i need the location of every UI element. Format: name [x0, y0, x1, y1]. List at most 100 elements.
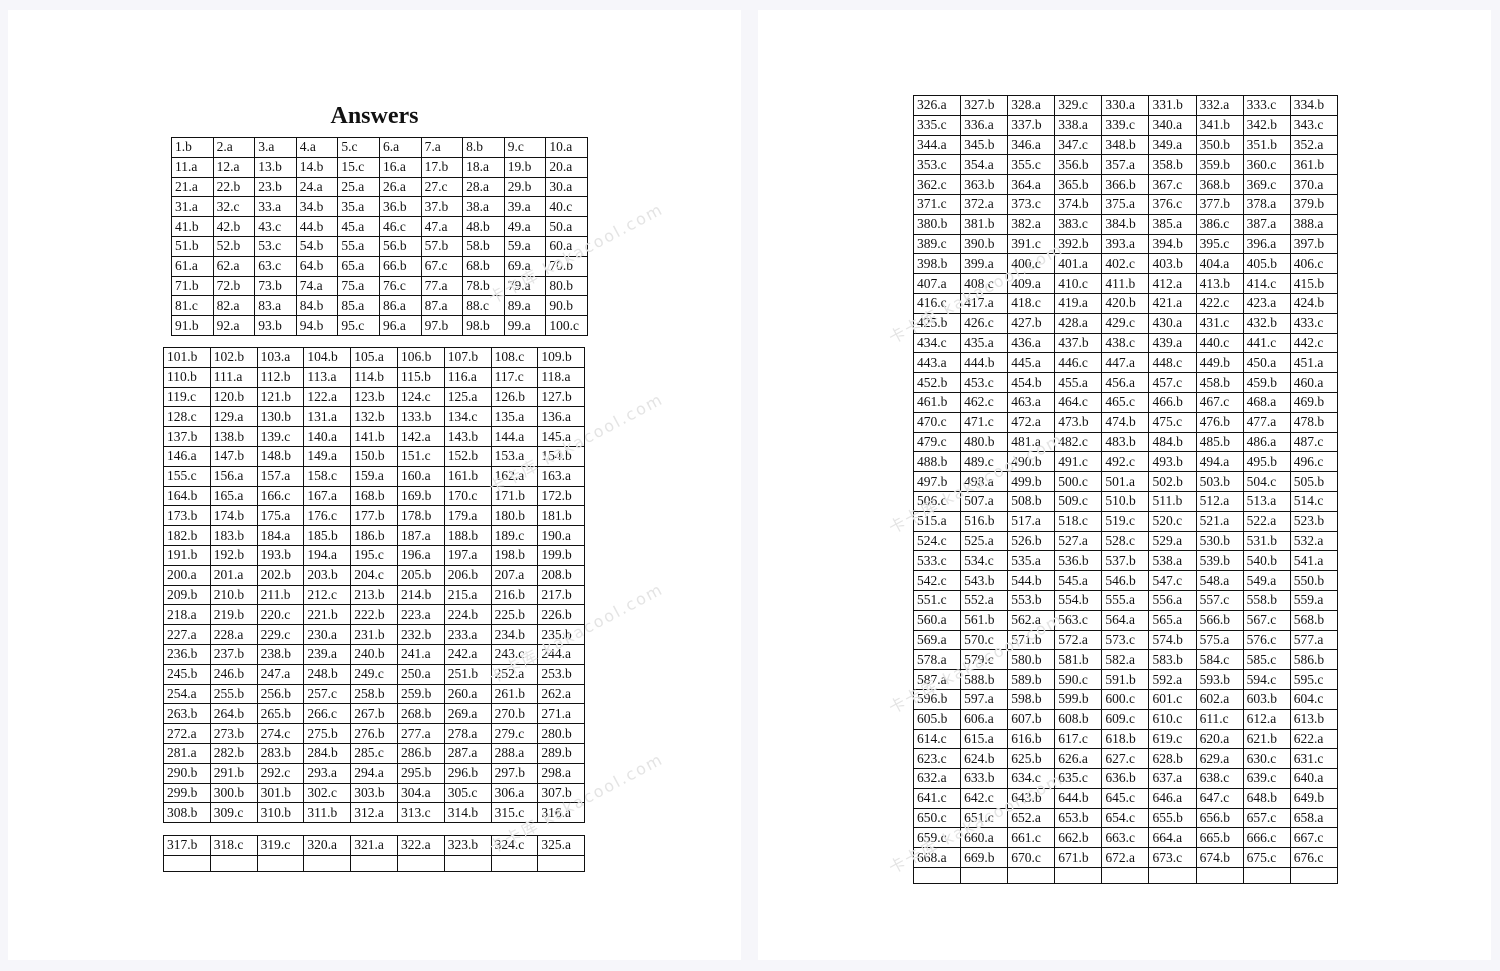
answer-cell: 587.a [912, 669, 962, 690]
answer-cell: 656.b [1195, 807, 1244, 829]
answer-cell: 465.c [1101, 391, 1150, 413]
answer-cell: 153.a [490, 445, 539, 467]
answer-cell: 343.c [1289, 114, 1338, 136]
answer-cell: 341.b [1195, 114, 1244, 136]
answer-cell: 30.a [545, 176, 588, 198]
answer-cell: 520.c [1148, 510, 1197, 532]
answer-cell: 184.a [256, 525, 305, 546]
answer-cell: 494.a [1195, 451, 1244, 473]
answer-cell: 533.c [912, 550, 962, 572]
answer-cell: 616.b [1007, 728, 1056, 750]
answer-cell: 462.c [960, 391, 1009, 413]
answer-cell: 266.c [303, 703, 352, 725]
answer-cell: 398.b [912, 253, 962, 275]
answer-cell: 588.b [960, 669, 1009, 690]
answer-cell: 31.a [171, 196, 214, 218]
answer-cell: 102.b [209, 347, 258, 368]
answer-cell: 227.a [163, 624, 211, 645]
answer-cell: 435.a [960, 332, 1009, 354]
answer-cell: 611.c [1195, 708, 1244, 730]
answer-cell: 414.c [1242, 273, 1291, 294]
answer-cell: 295.b [396, 762, 445, 784]
answer-cell: 333.c [1242, 95, 1291, 116]
answer-cell: 319.c [256, 835, 305, 856]
answer-cell: 456.a [1101, 372, 1150, 393]
answer-cell: 427.b [1007, 312, 1056, 334]
answer-cell: 251.b [443, 663, 492, 685]
answer-cell: 540.b [1242, 550, 1291, 572]
answer-cell: 507.a [960, 490, 1009, 512]
answer-cell: 335.c [912, 114, 962, 136]
answer-cell: 320.a [303, 835, 352, 856]
answer-cell: 513.a [1242, 490, 1291, 512]
answer-cell: 586.b [1289, 649, 1338, 671]
answer-cell: 489.c [960, 451, 1009, 473]
answer-cell: 54.b [295, 235, 339, 257]
answer-cell: 245.b [163, 663, 211, 685]
answer-cell: 455.a [1054, 372, 1103, 393]
answer-cell: 641.c [912, 787, 962, 809]
answer-cell: 191.b [163, 544, 211, 566]
answer-cell: 396.a [1242, 233, 1291, 255]
answer-cell: 538.a [1148, 550, 1197, 572]
answer-cell: 615.a [960, 728, 1009, 750]
answer-cell: 493.b [1148, 451, 1197, 473]
answer-cell: 395.c [1195, 233, 1244, 255]
answer-cell: 33.a [254, 196, 297, 218]
empty-cell [490, 854, 539, 872]
answer-cell: 323.b [443, 835, 492, 856]
answer-cell: 382.a [1007, 213, 1056, 235]
answer-cell: 454.b [1007, 372, 1056, 393]
answer-cell: 261.b [490, 683, 539, 705]
answer-cell: 558.b [1242, 589, 1291, 611]
answer-cell: 578.a [912, 649, 962, 671]
answer-cell: 239.a [303, 643, 352, 665]
answer-cell: 601.c [1148, 688, 1197, 710]
answer-cell: 148.b [256, 445, 305, 467]
answer-cell: 297.b [490, 762, 539, 784]
answer-cell: 123.b [350, 386, 398, 408]
answer-cell: 597.a [960, 688, 1009, 710]
answer-cell: 502.b [1148, 471, 1197, 492]
answer-cell: 12.a [212, 156, 256, 178]
answer-cell: 175.a [256, 505, 305, 527]
answer-cell: 394.b [1148, 233, 1197, 255]
answer-cell: 309.c [209, 802, 258, 824]
answer-cell: 240.b [350, 643, 398, 665]
answer-cell: 174.b [209, 505, 258, 527]
answer-cell: 404.a [1195, 253, 1244, 275]
answer-cell: 481.a [1007, 431, 1056, 453]
answer-cell: 44.b [295, 216, 339, 237]
answer-cell: 547.c [1148, 570, 1197, 591]
answer-cell: 165.a [209, 485, 258, 507]
answer-cell: 469.b [1289, 391, 1338, 413]
answer-cell: 218.a [163, 604, 211, 626]
answer-cell: 190.a [537, 525, 586, 546]
answer-cell: 310.b [256, 802, 305, 824]
answer-cell: 387.a [1242, 213, 1291, 235]
answer-cell: 221.b [303, 604, 352, 626]
empty-cell [396, 854, 445, 872]
answer-cell: 397.b [1289, 233, 1338, 255]
answer-cell: 72.b [212, 275, 256, 297]
answer-cell: 562.a [1007, 609, 1056, 631]
answer-cell: 476.b [1195, 411, 1244, 433]
answer-cell: 636.b [1101, 768, 1150, 789]
answer-cell: 674.b [1195, 847, 1244, 869]
answer-cell: 28.a [462, 176, 505, 198]
answer-cell: 617.c [1054, 728, 1103, 750]
answer-cell: 400.c [1007, 253, 1056, 275]
answer-cell: 131.a [303, 406, 352, 428]
answer-cell: 332.a [1195, 95, 1244, 116]
answer-cell: 523.b [1289, 510, 1338, 532]
answer-cell: 115.b [396, 366, 445, 388]
answer-cell: 232.b [396, 624, 445, 645]
